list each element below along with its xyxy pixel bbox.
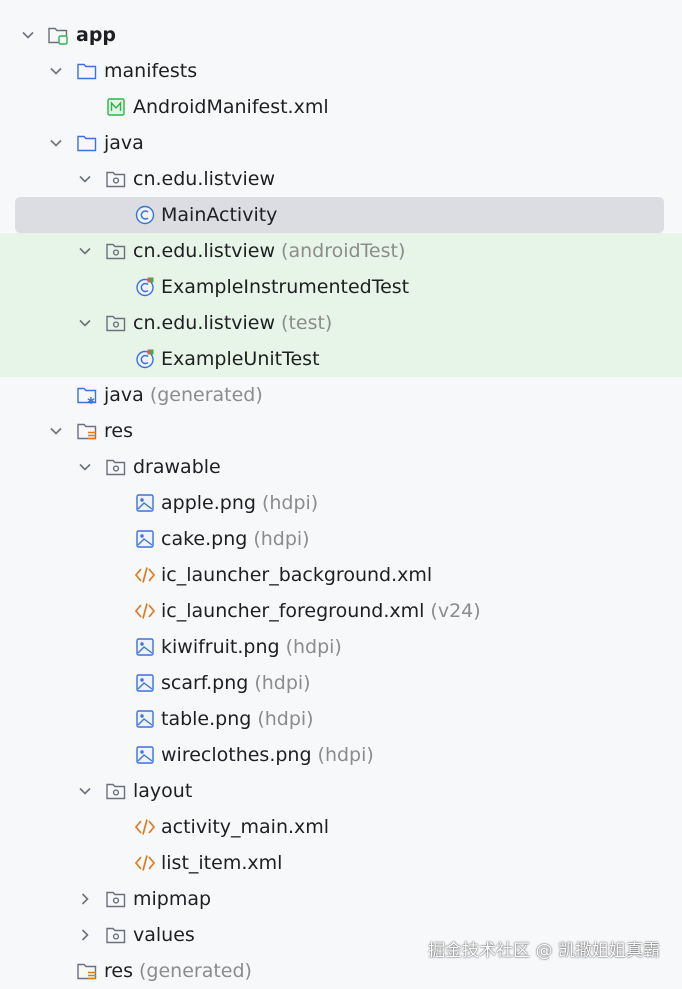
chevron-down-icon[interactable]	[46, 61, 66, 81]
tree-row-label: java	[104, 132, 144, 154]
xml-file-icon	[134, 816, 156, 838]
package-icon	[105, 456, 127, 478]
watermark: 掘金技术社区 @ 凯撒姐姐真霸	[428, 941, 660, 961]
package-icon	[105, 168, 127, 190]
generated-folder-icon	[76, 384, 98, 406]
chevron-down-icon[interactable]	[18, 25, 38, 45]
tree-row-layout[interactable]: layout	[0, 773, 682, 809]
tree-row-mipmap[interactable]: mipmap	[0, 881, 682, 917]
tree-row-label: activity_main.xml	[161, 816, 330, 838]
tree-row-res[interactable]: res	[0, 413, 682, 449]
test-class-icon	[134, 348, 156, 370]
tree-row-label: res	[104, 420, 133, 442]
chevron-down-icon[interactable]	[75, 457, 95, 477]
tree-row-label: table.png(hdpi)	[161, 708, 314, 730]
resource-folder-icon	[76, 420, 98, 442]
chevron-down-icon[interactable]	[46, 421, 66, 441]
tree-row-label: manifests	[104, 60, 198, 82]
package-icon	[105, 240, 127, 262]
chevron-down-icon[interactable]	[46, 133, 66, 153]
xml-file-icon	[134, 852, 156, 874]
class-icon	[134, 204, 156, 226]
tree-row-java[interactable]: java	[0, 125, 682, 161]
package-icon	[105, 924, 127, 946]
tree-row-label: ExampleUnitTest	[161, 348, 320, 370]
tree-row-label: list_item.xml	[161, 852, 283, 874]
image-file-icon	[134, 672, 156, 694]
tree-row-example-unit-test[interactable]: ExampleUnitTest	[0, 341, 682, 377]
tree-row-package-main[interactable]: cn.edu.listview	[0, 161, 682, 197]
tree-row-label: cn.edu.listview	[133, 168, 276, 190]
tree-row-label: ic_launcher_background.xml	[161, 564, 433, 586]
manifest-file-icon	[105, 96, 127, 118]
tree-row-label: res(generated)	[104, 960, 252, 982]
tree-row-app[interactable]: app	[0, 17, 682, 53]
tree-row-label: wireclothes.png(hdpi)	[161, 744, 374, 766]
tree-row-label: values	[133, 924, 195, 946]
xml-file-icon	[134, 564, 156, 586]
tree-row-res-generated[interactable]: res(generated)	[0, 953, 682, 989]
chevron-right-icon[interactable]	[75, 925, 95, 945]
tree-row-package-android-test[interactable]: cn.edu.listview(androidTest)	[0, 233, 682, 269]
tree-row-java-generated[interactable]: java(generated)	[0, 377, 682, 413]
xml-file-icon	[134, 600, 156, 622]
tree-row-label: scarf.png(hdpi)	[161, 672, 311, 694]
tree-row-apple-png[interactable]: apple.png(hdpi)	[0, 485, 682, 521]
package-icon	[105, 780, 127, 802]
package-icon	[105, 312, 127, 334]
image-file-icon	[134, 492, 156, 514]
tree-row-list-item-xml[interactable]: list_item.xml	[0, 845, 682, 881]
tree-row-scarf-png[interactable]: scarf.png(hdpi)	[0, 665, 682, 701]
tree-row-kiwifruit-png[interactable]: kiwifruit.png(hdpi)	[0, 629, 682, 665]
tree-row-label: cn.edu.listview(androidTest)	[133, 240, 406, 262]
tree-row-label: kiwifruit.png(hdpi)	[161, 636, 342, 658]
tree-row-package-test[interactable]: cn.edu.listview(test)	[0, 305, 682, 341]
tree-row-example-instrumented-test[interactable]: ExampleInstrumentedTest	[0, 269, 682, 305]
tree-row-label: ExampleInstrumentedTest	[161, 276, 410, 298]
image-file-icon	[134, 636, 156, 658]
tree-row-cake-png[interactable]: cake.png(hdpi)	[0, 521, 682, 557]
chevron-down-icon[interactable]	[75, 169, 95, 189]
tree-row-drawable[interactable]: drawable	[0, 449, 682, 485]
folder-icon	[76, 132, 98, 154]
tree-row-ic-launcher-background[interactable]: ic_launcher_background.xml	[0, 557, 682, 593]
package-icon	[105, 888, 127, 910]
tree-row-wireclothes-png[interactable]: wireclothes.png(hdpi)	[0, 737, 682, 773]
tree-row-label: java(generated)	[104, 384, 263, 406]
tree-row-android-manifest[interactable]: AndroidManifest.xml	[0, 89, 682, 125]
tree-row-label: drawable	[133, 456, 221, 478]
tree-row-activity-main-xml[interactable]: activity_main.xml	[0, 809, 682, 845]
module-folder-icon	[47, 24, 69, 46]
tree-row-label: AndroidManifest.xml	[133, 96, 329, 118]
test-class-icon	[134, 276, 156, 298]
image-file-icon	[134, 528, 156, 550]
chevron-down-icon[interactable]	[75, 241, 95, 261]
folder-icon	[76, 60, 98, 82]
tree-row-label: cn.edu.listview(test)	[133, 312, 333, 334]
image-file-icon	[134, 708, 156, 730]
tree-row-values[interactable]: values	[0, 917, 682, 953]
chevron-down-icon[interactable]	[75, 313, 95, 333]
tree-row-manifests[interactable]: manifests	[0, 53, 682, 89]
tree-row-ic-launcher-foreground[interactable]: ic_launcher_foreground.xml(v24)	[0, 593, 682, 629]
tree-row-label: cake.png(hdpi)	[161, 528, 310, 550]
tree-row-label: MainActivity	[161, 204, 278, 226]
tree-row-label: apple.png(hdpi)	[161, 492, 319, 514]
tree-row-table-png[interactable]: table.png(hdpi)	[0, 701, 682, 737]
tree-row-main-activity[interactable]: MainActivity	[0, 197, 682, 233]
tree-row-label: layout	[133, 780, 193, 802]
tree-row-label: app	[76, 24, 117, 46]
chevron-down-icon[interactable]	[75, 781, 95, 801]
tree-row-label: ic_launcher_foreground.xml(v24)	[161, 600, 481, 622]
resource-folder-icon	[76, 960, 98, 982]
tree-row-label: mipmap	[133, 888, 212, 910]
image-file-icon	[134, 744, 156, 766]
chevron-right-icon[interactable]	[75, 889, 95, 909]
